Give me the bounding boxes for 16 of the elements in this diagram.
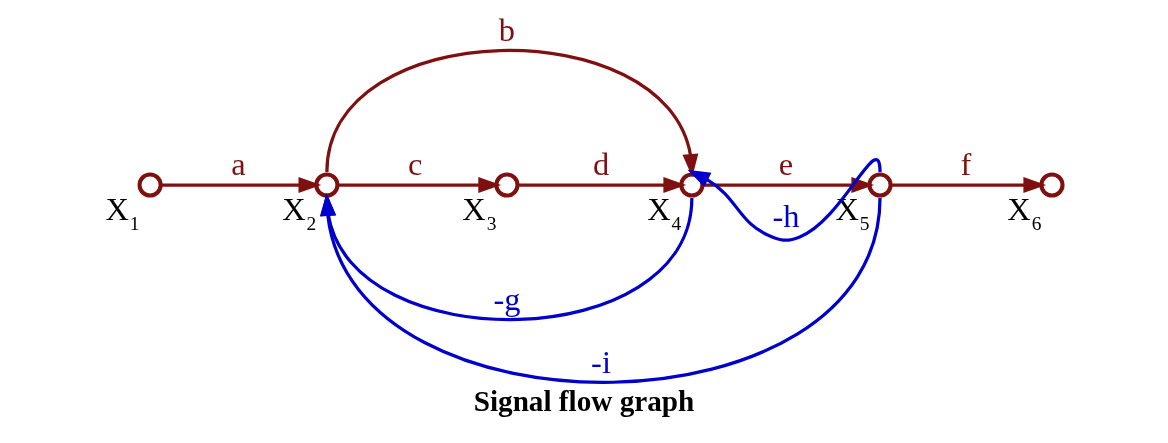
edge-label: c xyxy=(408,146,423,183)
node-label: X$_{1}$ xyxy=(105,190,140,235)
edge-label: f xyxy=(960,146,972,183)
edge-label: -i xyxy=(591,344,611,381)
edge-label: a xyxy=(231,146,246,183)
edge-label: -h xyxy=(772,198,800,235)
edge-label: -g xyxy=(493,280,521,317)
caption: Signal flow graph xyxy=(473,385,695,418)
edge-label: e xyxy=(778,146,794,183)
edge-label: b xyxy=(498,11,516,48)
node-label: X$_{4}$ xyxy=(647,190,682,235)
node-label: X$_{3}$ xyxy=(462,190,497,235)
edge-label: d xyxy=(592,146,610,183)
node-label: X$_{2}$ xyxy=(282,190,317,235)
node-label: X$_{6}$ xyxy=(1007,190,1042,235)
node-label: X$_{5}$ xyxy=(835,190,870,235)
